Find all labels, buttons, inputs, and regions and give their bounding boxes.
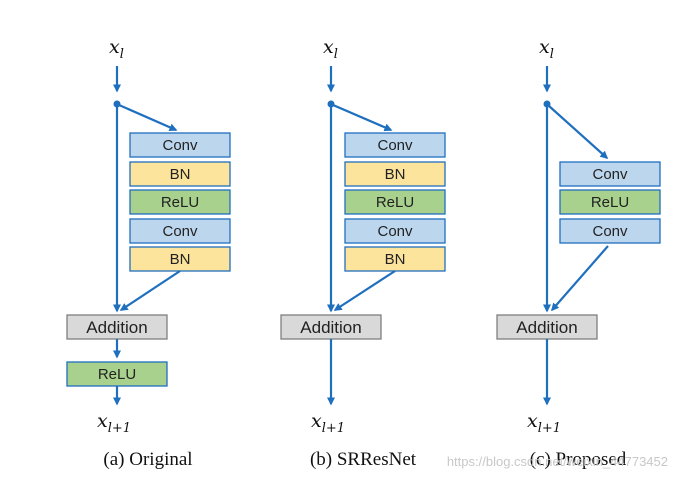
- bn-box-b2: [344, 246, 446, 272]
- merge-arrow-c: [551, 245, 609, 312]
- addition-label-b: Addition: [300, 318, 361, 337]
- bn-box-a1: [129, 161, 231, 187]
- bn-box-a2: [129, 246, 231, 272]
- relu-label-a-post: ReLU: [98, 366, 136, 383]
- conv-label-a2: Conv: [162, 223, 198, 240]
- caption-srresnet: (b) SRResNet: [310, 449, 417, 470]
- conv-box-b1: [344, 132, 446, 158]
- diagram-srresnet: xl Conv BN ReLU Conv BN Addition xl+1 (b…: [280, 36, 446, 470]
- conv-label-c2: Conv: [592, 223, 628, 240]
- input-label-b: xl: [323, 36, 338, 62]
- relu-label-c1: ReLU: [591, 194, 629, 211]
- input-label-a: xl: [109, 36, 124, 62]
- input-label-c: xl: [539, 36, 554, 62]
- bn-label-a2: BN: [170, 251, 191, 268]
- addition-label-a: Addition: [86, 318, 147, 337]
- relu-box-a1: [129, 189, 231, 215]
- conv-box-a1: [129, 132, 231, 158]
- conv-label-a1: Conv: [162, 137, 198, 154]
- conv-box-c2: [559, 218, 661, 244]
- bn-label-a1: BN: [170, 166, 191, 183]
- bn-box-b1: [344, 161, 446, 187]
- branch-arrow-c: [548, 105, 609, 160]
- merge-arrow-b: [333, 270, 396, 311]
- branch-arrow-b: [332, 103, 393, 132]
- addition-label-c: Addition: [516, 318, 577, 337]
- diagram-proposed: xl Conv ReLU Conv Addition xl+1 (c) Prop…: [496, 36, 661, 470]
- merge-arrow-a: [119, 270, 181, 311]
- caption-proposed: (c) Proposed: [530, 449, 627, 470]
- conv-box-a2: [129, 218, 231, 244]
- caption-original: (a) Original: [103, 449, 192, 470]
- relu-box-b1: [344, 189, 446, 215]
- conv-box-c1: [559, 161, 661, 187]
- conv-label-b1: Conv: [377, 137, 413, 154]
- relu-box-c1: [559, 189, 661, 215]
- conv-label-b2: Conv: [377, 223, 413, 240]
- output-label-a: xl+1: [97, 410, 131, 436]
- watermark: https://blog.csdn.net/weixin_44773452: [447, 454, 668, 469]
- conv-label-c1: Conv: [592, 166, 628, 183]
- relu-label-a1: ReLU: [161, 194, 199, 211]
- output-label-b: xl+1: [311, 410, 345, 436]
- output-label-c: xl+1: [527, 410, 561, 436]
- bn-label-b2: BN: [385, 251, 406, 268]
- bn-label-b1: BN: [385, 166, 406, 183]
- diagram-original: xl Conv BN ReLU Conv BN Addition ReLU xl…: [66, 36, 231, 470]
- addition-box-b: [280, 314, 382, 340]
- relu-label-b1: ReLU: [376, 194, 414, 211]
- conv-box-b2: [344, 218, 446, 244]
- branch-arrow-a: [118, 103, 178, 132]
